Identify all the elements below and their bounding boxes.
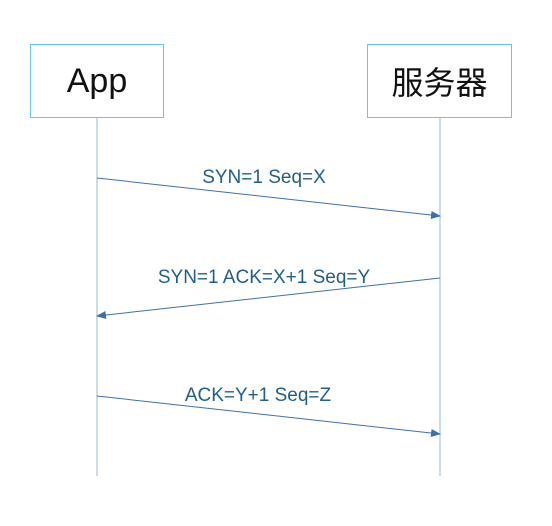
actor-server-box: 服务器 xyxy=(367,44,512,118)
message-2-label: SYN=1 ACK=X+1 Seq=Y xyxy=(157,267,371,288)
message-2-arrow xyxy=(96,277,441,319)
message-1-arrow xyxy=(96,177,441,219)
message-1-label: SYN=1 Seq=X xyxy=(202,167,326,188)
message-3-label: ACK=Y+1 Seq=Z xyxy=(184,385,332,406)
actor-server-label: 服务器 xyxy=(391,64,488,102)
message-3-arrow xyxy=(96,395,441,437)
actor-app-box: App xyxy=(30,44,164,118)
actor-app-label: App xyxy=(66,61,128,100)
